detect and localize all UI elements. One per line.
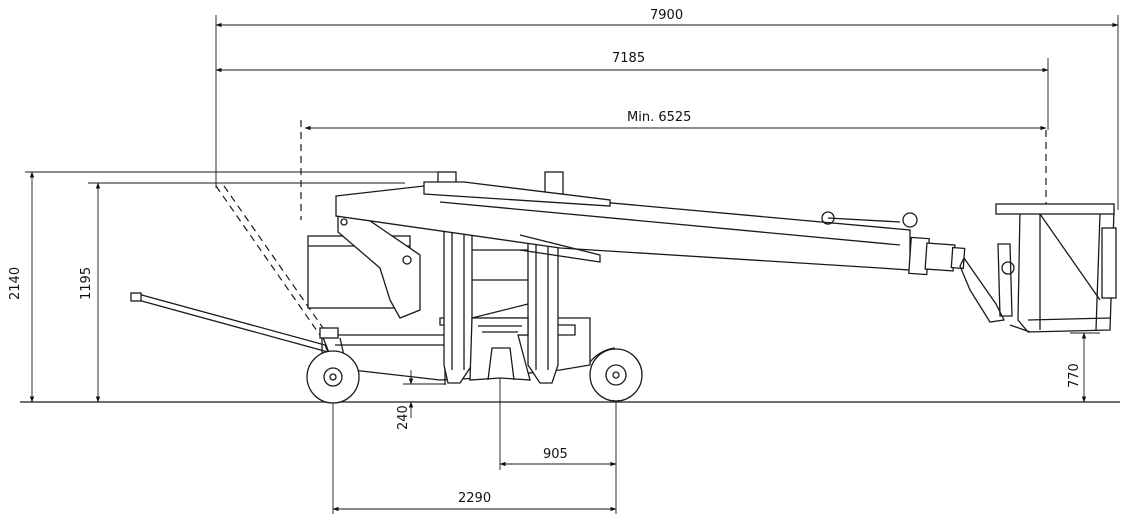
tow-bar (130, 292, 330, 353)
work-basket (995, 203, 1117, 333)
dimension-boom-length: 7185 (215, 51, 1049, 130)
basket-linkage (959, 243, 1015, 323)
pivot-arm (337, 213, 421, 319)
dimension-overall-length: 7900 (215, 8, 1119, 210)
dim-label-7900: 7900 (650, 8, 683, 23)
central-pedestal (469, 249, 531, 381)
front-wheel (306, 327, 360, 404)
main-boom (335, 181, 918, 271)
dim-label-7185: 7185 (612, 51, 645, 66)
dim-label-770: 770 (1067, 363, 1082, 388)
dim-label-905: 905 (543, 447, 568, 462)
telescopic-section (908, 236, 966, 276)
dimension-pivot-height: 1195 (79, 182, 405, 403)
dimension-min-length: Min. 6525 (300, 110, 1047, 220)
dim-label-2290: 2290 (458, 491, 491, 506)
dimension-overall-height: 2140 (8, 171, 440, 403)
dim-label-1195: 1195 (79, 267, 94, 300)
drawbar-stowed-position (215, 185, 331, 339)
dimension-wheelbase: 2290 (332, 395, 617, 514)
dimension-basket-height: 770 (1067, 332, 1100, 403)
rear-wheel (589, 347, 643, 402)
dimension-ground-clearance: 240 (396, 370, 445, 430)
dim-label-min-6525: Min. 6525 (627, 110, 691, 125)
dim-label-240: 240 (396, 405, 411, 430)
dim-label-2140: 2140 (8, 267, 23, 300)
